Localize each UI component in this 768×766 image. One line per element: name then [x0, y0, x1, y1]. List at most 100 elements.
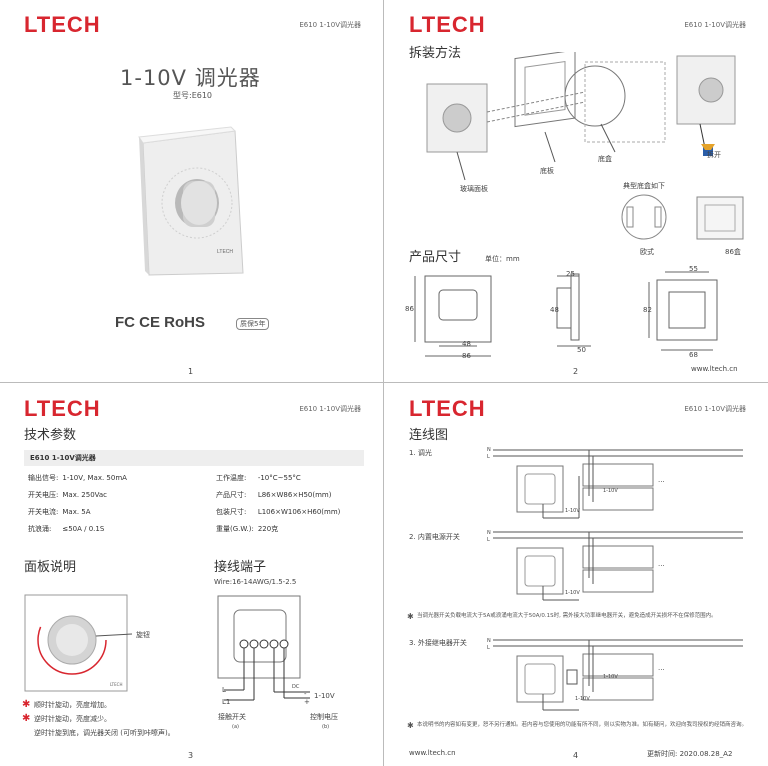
dim-68: 68: [689, 351, 698, 359]
page-number: 1: [188, 367, 194, 376]
spec-key: 产品尺寸:: [216, 491, 247, 499]
page-number: 3: [188, 751, 194, 760]
wire-spec: Wire:16-14AWG/1.5-2.5: [214, 578, 297, 586]
control-voltage-label: 控制电压: [310, 713, 338, 721]
wiring-1-ellipsis: ···: [658, 478, 665, 486]
dim-50: 50: [577, 346, 586, 354]
model-label: E610 1-10V调光器: [299, 405, 361, 413]
spec-key: 开关电压:: [28, 491, 59, 499]
wiring-title: 连线图: [409, 428, 449, 443]
n-label: N: [487, 638, 491, 644]
page-3: LTECH E610 1-10V调光器 技术参数 E610 1-10V调光器 输…: [0, 384, 383, 766]
terminal-diagram: [217, 595, 310, 701]
product-subtitle: 型号:E610: [173, 91, 213, 100]
dim-82: 82: [643, 306, 652, 314]
warranty-badge: 质保5年: [236, 318, 270, 330]
dimmer-product-image: LTECH: [138, 126, 244, 276]
spec-key: 开关电流:: [28, 508, 59, 516]
spec-title: 技术参数: [24, 428, 77, 443]
touch-switch-sub: (a): [232, 724, 239, 730]
terminal-title: 接线端子: [214, 560, 267, 575]
certification-marks: FC CE RoHS: [115, 314, 205, 331]
spec-val: L106×W106×H60(mm): [257, 508, 341, 516]
touch-switch-label: 接触开关: [218, 713, 246, 721]
spec-val: Max. 5A: [62, 508, 91, 516]
control-voltage-sub: (b): [322, 724, 330, 730]
note-asterisk-1: ✱: [407, 612, 414, 621]
page-number: 4: [573, 751, 579, 760]
spec-key: 抗浪涌:: [28, 525, 52, 533]
page-number: 2: [573, 367, 579, 376]
note-asterisk-2: ✱: [22, 713, 31, 724]
wiring-2-label: 2. 内置电源开关: [409, 533, 460, 541]
wiring-diagram-2: [493, 531, 743, 601]
svg-text:LTECH: LTECH: [110, 682, 122, 687]
wiring-2-1-10v: 1-10V: [565, 590, 580, 596]
l-label: L: [487, 454, 490, 460]
spec-table-left: 输出信号:1-10V, Max. 50mA 开关电压:Max. 250Vac 开…: [26, 472, 129, 535]
panel-note-2: 逆时针旋动，亮度减少。: [34, 715, 111, 723]
brand-logo: LTECH: [409, 396, 486, 421]
terminal-dc: DC: [292, 684, 300, 690]
wiring-diagram-1: [493, 449, 743, 519]
brand-logo: LTECH: [409, 12, 486, 37]
spec-val: 220克: [257, 525, 279, 533]
brand-logo: LTECH: [24, 396, 101, 421]
label-86-box: 86盒: [725, 248, 741, 256]
terminal-L1: L1: [222, 698, 231, 706]
wiring-note-2: 本说明书的内容如有变更，恕不另行通知。若内容与您使用的功能有所不同，则以实物为准…: [417, 722, 748, 728]
spec-val: L86×W86×H50(mm): [257, 491, 332, 499]
dim-86-width: 86: [462, 352, 471, 360]
dim-25: 25: [566, 270, 575, 278]
n-label: N: [487, 530, 491, 536]
wiring-diagram-3: [493, 639, 743, 711]
install-title: 拆装方法: [409, 46, 462, 61]
l-label: L: [487, 645, 490, 651]
model-label: E610 1-10V调光器: [299, 21, 361, 29]
n-label: N: [487, 447, 491, 453]
terminal-minus: -: [304, 690, 307, 698]
page-divider-vertical: [383, 0, 384, 766]
label-typical-box: 典型底盒如下: [623, 182, 665, 190]
label-back-box: 底盒: [598, 155, 612, 163]
panel-diagram: LTECH: [24, 594, 133, 692]
spec-key: 重量(G.W.):: [216, 525, 254, 533]
install-diagram: [426, 52, 736, 181]
dim-86-left: 86: [405, 305, 414, 313]
l-label: L: [487, 537, 490, 543]
back-box-types: [621, 194, 744, 240]
wiring-1-1-10v-b: 1-10V: [565, 508, 580, 514]
dimension-drawings: [414, 271, 718, 357]
label-euro-box: 欧式: [640, 248, 654, 256]
brand-logo: LTECH: [24, 12, 101, 37]
dim-48-side: 48: [550, 306, 559, 314]
label-knob: 旋钮: [136, 631, 150, 639]
wiring-1-label: 1. 调光: [409, 449, 432, 457]
spec-key: 工作温度:: [216, 474, 247, 482]
product-title: 1-10V 调光器: [120, 66, 261, 90]
wiring-3-1-10v: 1-10V: [603, 674, 618, 680]
spec-val: -10°C~55°C: [257, 474, 301, 482]
spec-val: 1-10V, Max. 50mA: [62, 474, 127, 482]
website-url[interactable]: www.ltech.cn: [409, 749, 456, 757]
terminal-1-10v: 1-10V: [314, 692, 335, 700]
spec-key: 包装尺寸:: [216, 508, 247, 516]
model-label: E610 1-10V调光器: [684, 405, 746, 413]
terminal-L: L: [222, 686, 226, 694]
website-url[interactable]: www.ltech.cn: [691, 365, 738, 373]
page-1: LTECH E610 1-10V调光器 1-10V 调光器 型号:E610 LT…: [0, 0, 383, 382]
dim-48-width: 48: [462, 340, 471, 348]
dim-55: 55: [689, 265, 698, 273]
panel-note-3: 逆时针旋到底，调光器关闭 (可听到咔嚓声)。: [34, 729, 175, 737]
page-2: LTECH E610 1-10V调光器 拆装方法 玻璃面板 底板 底盒 拆开 典…: [385, 0, 768, 382]
label-base-plate: 底板: [540, 167, 554, 175]
spec-key: 输出信号:: [28, 474, 59, 482]
spec-val: ≤50A / 0.1S: [62, 525, 105, 533]
label-glass-panel: 玻璃面板: [460, 185, 488, 193]
page-divider-horizontal: [0, 382, 768, 383]
panel-note-1: 顺时针旋动，亮度增加。: [34, 701, 111, 709]
label-disassemble: 拆开: [707, 151, 721, 159]
dimensions-title: 产品尺寸: [409, 250, 462, 265]
panel-title: 面板说明: [24, 560, 77, 575]
wiring-3-1-10v-b: 1-10V: [575, 696, 590, 702]
